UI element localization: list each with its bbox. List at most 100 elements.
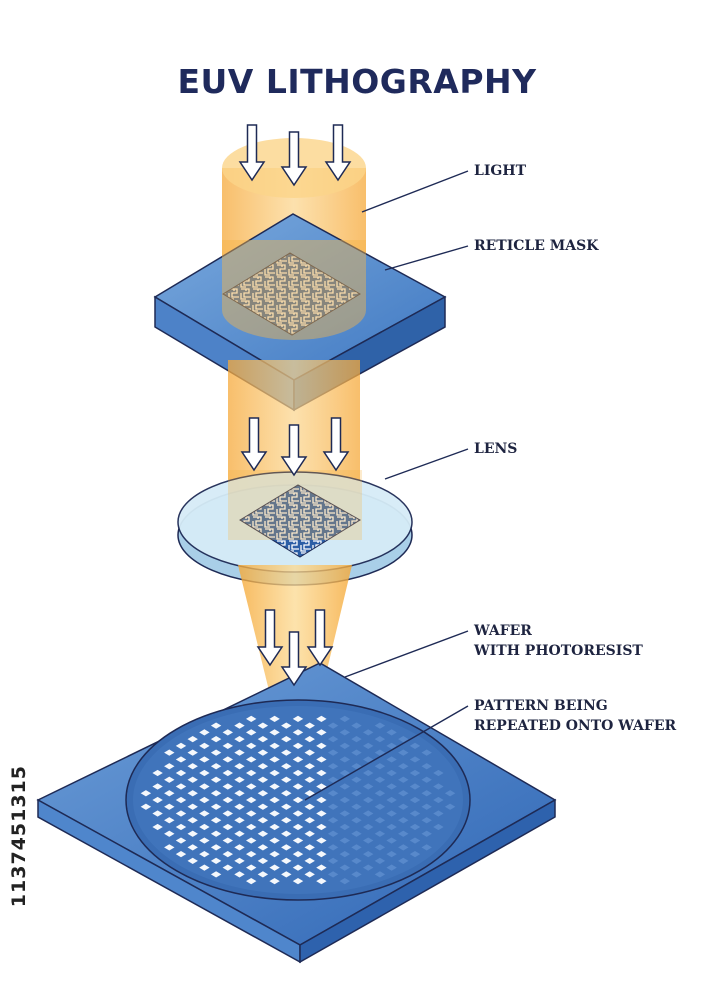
wafer-die	[269, 837, 280, 844]
wafer-die	[187, 817, 198, 824]
wafer-die	[386, 823, 397, 831]
wafer-die	[433, 823, 444, 831]
wafer-die	[257, 736, 269, 743]
down-arrow-icon	[280, 631, 308, 687]
wafer-die	[363, 783, 374, 790]
wafer-die	[281, 790, 292, 797]
wafer-die	[246, 850, 257, 858]
wafer-die	[327, 871, 339, 878]
wafer-die	[316, 729, 327, 736]
wafer-die	[281, 736, 292, 743]
wafer-die	[339, 837, 350, 844]
wafer-die	[222, 783, 233, 790]
wafer-die	[234, 817, 245, 824]
wafer-die	[316, 769, 327, 777]
wafer-die	[374, 763, 386, 770]
wafer-die	[327, 736, 339, 743]
wafer-die	[292, 769, 304, 777]
wafer-die	[187, 857, 198, 864]
wafer-die	[351, 857, 362, 864]
wafer-die	[398, 749, 409, 756]
wafer-die	[292, 796, 304, 804]
wafer-die	[234, 803, 245, 810]
wafer-die	[222, 864, 233, 871]
wafer-die	[363, 850, 374, 858]
wafer-die	[269, 823, 280, 831]
label-lens: LENS	[474, 441, 518, 457]
wafer-die	[281, 817, 292, 824]
down-arrow-icon	[322, 417, 350, 472]
wafer-die	[386, 837, 397, 844]
leader-wafer	[344, 630, 469, 678]
wafer-die	[187, 776, 198, 783]
wafer-die	[351, 803, 362, 810]
wafer-die	[363, 837, 374, 844]
wafer-die	[187, 790, 198, 797]
wafer-die	[269, 878, 280, 885]
wafer-die	[164, 844, 175, 851]
down-arrow-icon	[280, 424, 308, 477]
wafer-die	[316, 715, 327, 722]
wafer-die	[316, 742, 327, 750]
wafer-die	[374, 736, 386, 743]
wafer-die	[292, 756, 304, 763]
wafer-die	[304, 817, 315, 824]
wafer-die	[269, 769, 280, 777]
wafer-die	[339, 715, 350, 722]
wafer-die	[374, 722, 386, 729]
wafer-die	[164, 763, 175, 770]
wafer-die	[222, 850, 233, 858]
label-light: LIGHT	[474, 163, 526, 179]
wafer-die	[246, 810, 257, 817]
wafer-die	[444, 790, 456, 797]
wafer-die	[210, 722, 222, 729]
wafer-die	[175, 756, 187, 763]
lens	[177, 470, 413, 586]
leader-pattern	[304, 705, 469, 801]
wafer-die	[304, 790, 315, 797]
wafer-die	[304, 722, 315, 729]
wafer-die	[210, 763, 222, 770]
wafer	[36, 662, 557, 964]
wafer-die	[304, 857, 315, 864]
wafer-die	[398, 790, 409, 797]
wafer-die	[152, 823, 163, 831]
wafer-die	[339, 769, 350, 777]
wafer-die	[374, 844, 386, 851]
wafer-die	[164, 830, 175, 837]
wafer-die	[246, 715, 257, 722]
down-arrow-icon	[306, 609, 334, 667]
wafer-die	[444, 803, 456, 810]
wafer-die	[269, 756, 280, 763]
wafer-die	[363, 742, 374, 750]
wafer-die	[316, 796, 327, 804]
wafer-die	[316, 864, 327, 871]
wafer-die	[199, 810, 210, 817]
wafer-die	[363, 756, 374, 763]
wafer-die	[246, 729, 257, 736]
wafer-die	[222, 742, 233, 750]
wafer-die	[199, 823, 210, 831]
wafer-die	[187, 830, 198, 837]
down-arrow-icon	[324, 124, 352, 182]
wafer-die	[374, 803, 386, 810]
wafer-die	[398, 736, 409, 743]
wafer-die	[374, 871, 386, 878]
wafer-die	[210, 736, 222, 743]
wafer-die	[210, 871, 222, 878]
wafer-die	[292, 850, 304, 858]
wafer-die	[281, 803, 292, 810]
leader-lens	[384, 448, 469, 480]
wafer-die	[234, 736, 245, 743]
wafer-die	[327, 763, 339, 770]
wafer-die	[199, 783, 210, 790]
wafer-die	[327, 790, 339, 797]
label-wafer: WAFER WITH PHOTORESIST	[474, 623, 643, 659]
wafer-die	[175, 850, 187, 858]
wafer-die	[222, 823, 233, 831]
wafer-die	[409, 850, 421, 858]
leader-reticle	[384, 245, 469, 271]
down-arrow-icon	[238, 124, 266, 182]
wafer-die	[409, 823, 421, 831]
